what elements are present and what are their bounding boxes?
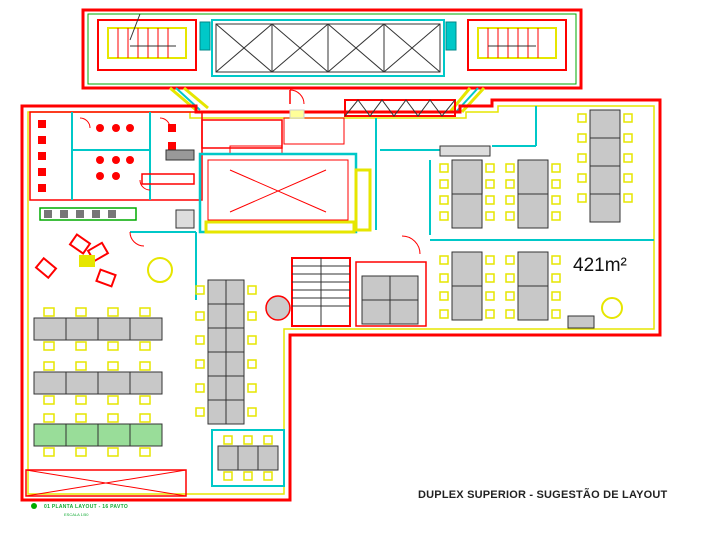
pantry [175, 89, 345, 229]
plan-scale: ESCALA 1/50 [64, 512, 89, 517]
storage-room [25, 469, 187, 497]
roof-truss [344, 99, 456, 117]
central-core [198, 118, 491, 234]
restrooms [29, 111, 203, 221]
drawing-caption: DUPLEX SUPERIOR - SUGESTÃO DE LAYOUT [418, 489, 668, 501]
central-stair [265, 257, 427, 327]
right-wing-desks [147, 109, 633, 329]
left-workstations [33, 279, 285, 487]
lounge-seating [34, 233, 117, 288]
area-label: 421m² [573, 255, 627, 276]
upper-stair-block [81, 8, 583, 90]
plan-tag: 01 PLANTA LAYOUT - 16 PAVTO [44, 504, 129, 510]
